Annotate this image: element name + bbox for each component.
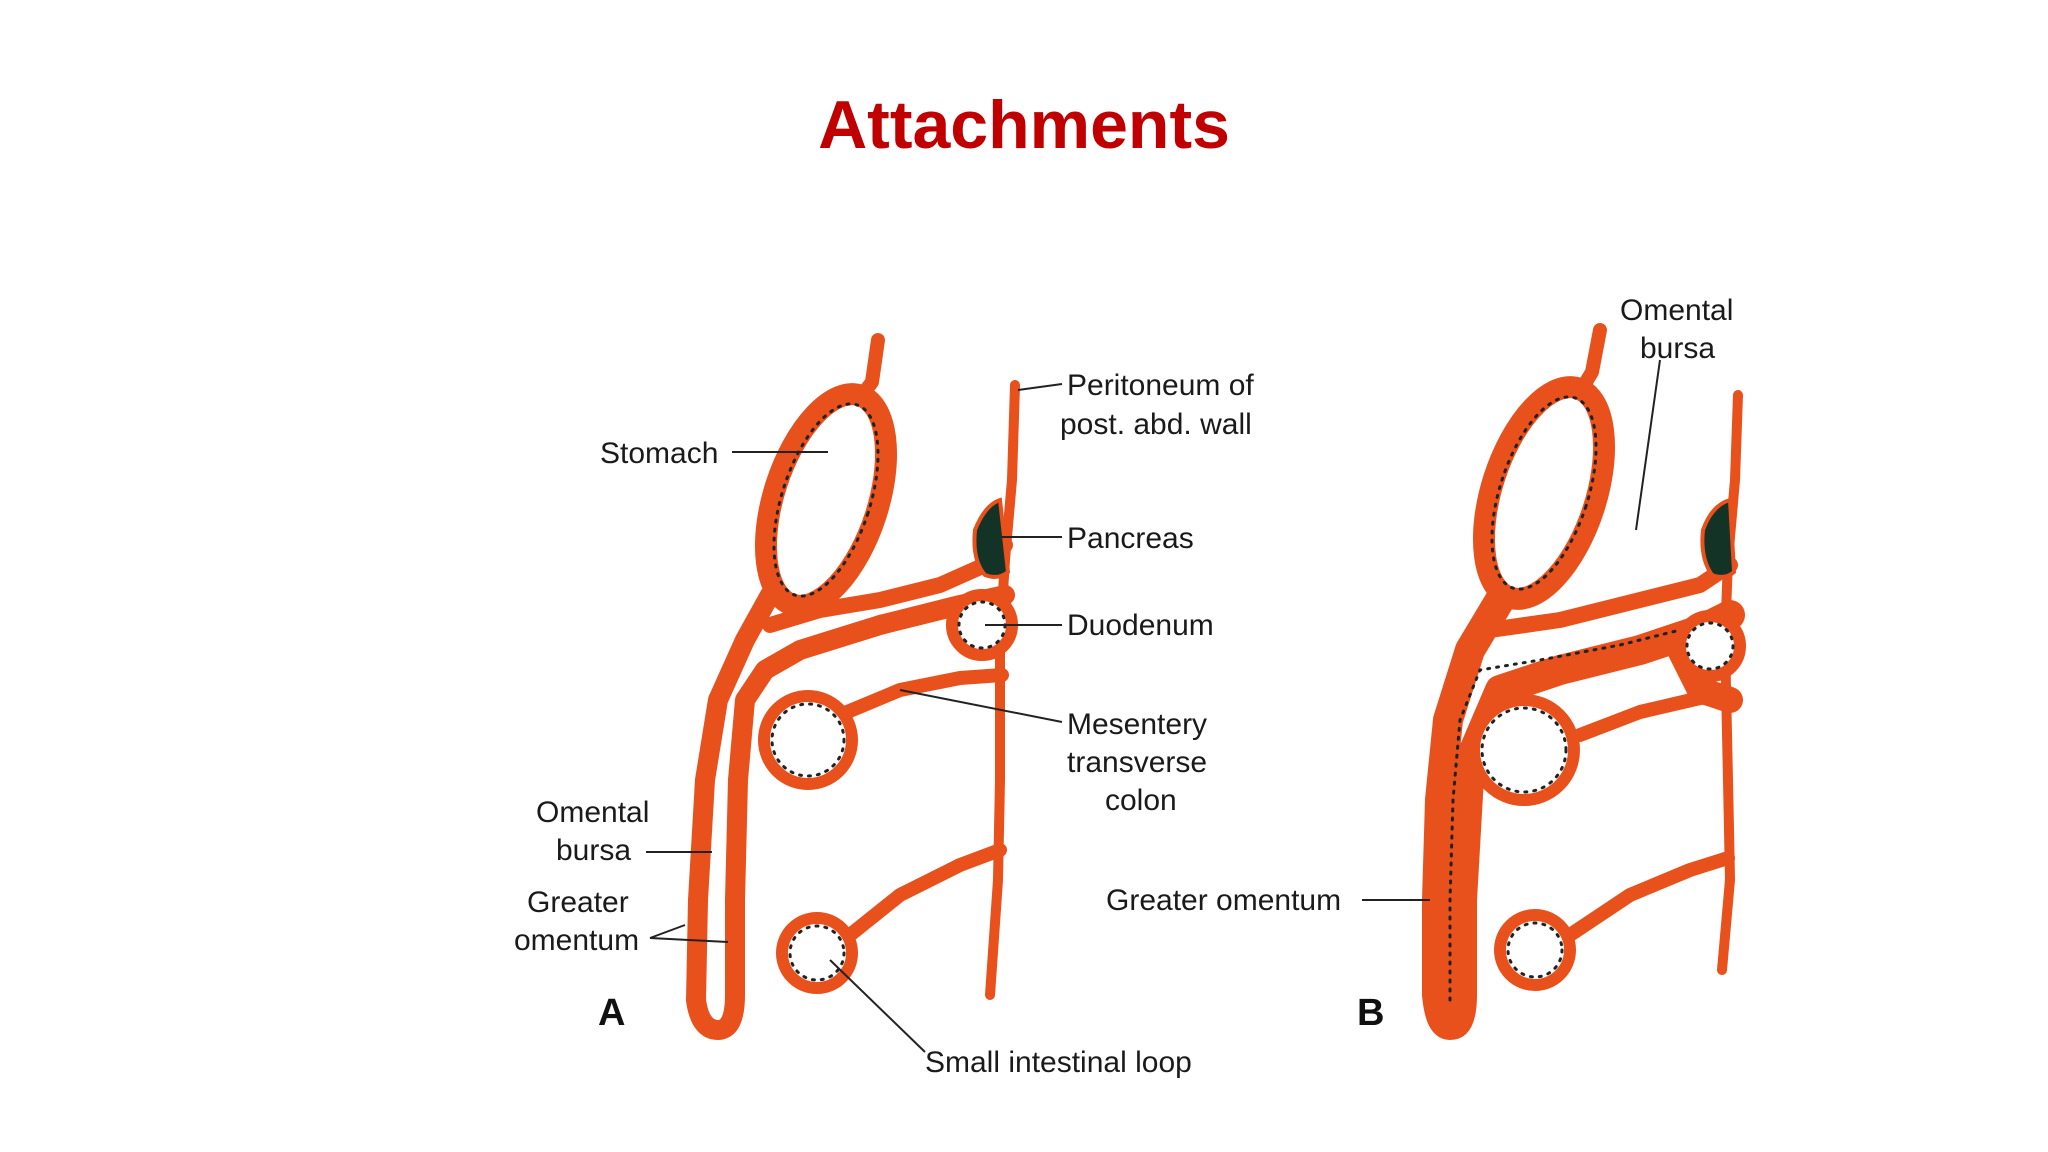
small-intestine-mesentery-b bbox=[1563, 851, 1735, 942]
panel-b: Omental bursa Greater omentum B bbox=[1106, 294, 1746, 1040]
stomach bbox=[754, 383, 898, 617]
greater-omentum-label-line1: Greater bbox=[527, 886, 629, 919]
transverse-mesocolon-b bbox=[1573, 687, 1737, 742]
slide-title: Attachments bbox=[818, 87, 1230, 163]
small-intestine-mesentery bbox=[843, 843, 1007, 942]
greater-omentum bbox=[686, 585, 1015, 1040]
small-intestine-leader bbox=[829, 959, 926, 1053]
greater-omentum-label-b: Greater omentum bbox=[1106, 884, 1341, 917]
duodenum-label: Duodenum bbox=[1067, 609, 1214, 642]
small-intestinal-loop-mucosa bbox=[788, 924, 846, 982]
small-intestinal-loop-mucosa-b bbox=[1506, 921, 1564, 979]
stomach-mucosa bbox=[772, 402, 880, 598]
panel-a: Stomach Peritoneum of post. abd. wall Pa… bbox=[514, 333, 1254, 1079]
dorsal-mesogastrium-b bbox=[1482, 557, 1738, 638]
peritoneum-label-line1: Peritoneum of bbox=[1067, 369, 1254, 402]
peritoneum-leader bbox=[1017, 383, 1063, 391]
omental-bursa-label-b-line1: Omental bbox=[1620, 294, 1733, 327]
omental-bursa-label-line2: bursa bbox=[556, 834, 631, 867]
peritoneum-label-line2: post. abd. wall bbox=[1060, 408, 1252, 441]
small-intestinal-loop bbox=[776, 912, 858, 994]
panel-b-label: B bbox=[1357, 992, 1384, 1034]
transverse-mesocolon bbox=[833, 668, 1009, 722]
duodenum-b bbox=[1674, 610, 1746, 682]
pancreas-label: Pancreas bbox=[1067, 522, 1194, 555]
mesentery-label-line1: Mesentery bbox=[1067, 708, 1207, 741]
stomach-label: Stomach bbox=[600, 437, 718, 470]
omental-bursa-label-b-line2: bursa bbox=[1640, 332, 1715, 365]
small-intestinal-loop-b bbox=[1494, 909, 1576, 991]
small-intestinal-loop-label: Small intestinal loop bbox=[925, 1046, 1192, 1079]
greater-omentum-fusion-b bbox=[1448, 618, 1722, 1002]
greater-omentum-leader bbox=[649, 924, 729, 943]
duodenum-mucosa-b bbox=[1685, 621, 1735, 671]
stomach-mucosa-b bbox=[1490, 395, 1598, 591]
pancreas-b bbox=[1700, 497, 1737, 579]
pancreas bbox=[972, 497, 1011, 579]
transverse-colon-mucosa bbox=[770, 702, 846, 778]
transverse-colon bbox=[758, 690, 858, 790]
posterior-wall-peritoneum bbox=[985, 380, 1020, 1000]
mesentery-label-line2: transverse bbox=[1067, 746, 1207, 779]
stomach-b bbox=[1472, 376, 1616, 610]
mesentery-label-line3: colon bbox=[1105, 784, 1177, 817]
omental-bursa-leader-b bbox=[1635, 359, 1661, 531]
panel-a-label: A bbox=[598, 992, 625, 1034]
greater-omentum-label-line2: omentum bbox=[514, 924, 639, 957]
transverse-colon-b bbox=[1468, 694, 1580, 806]
omental-bursa-label-line1: Omental bbox=[536, 796, 649, 829]
greater-omentum-b bbox=[1422, 585, 1745, 1040]
mesentery-leader bbox=[899, 689, 1063, 723]
posterior-wall-peritoneum-b bbox=[1717, 390, 1743, 975]
transverse-colon-mucosa-b bbox=[1480, 706, 1568, 794]
